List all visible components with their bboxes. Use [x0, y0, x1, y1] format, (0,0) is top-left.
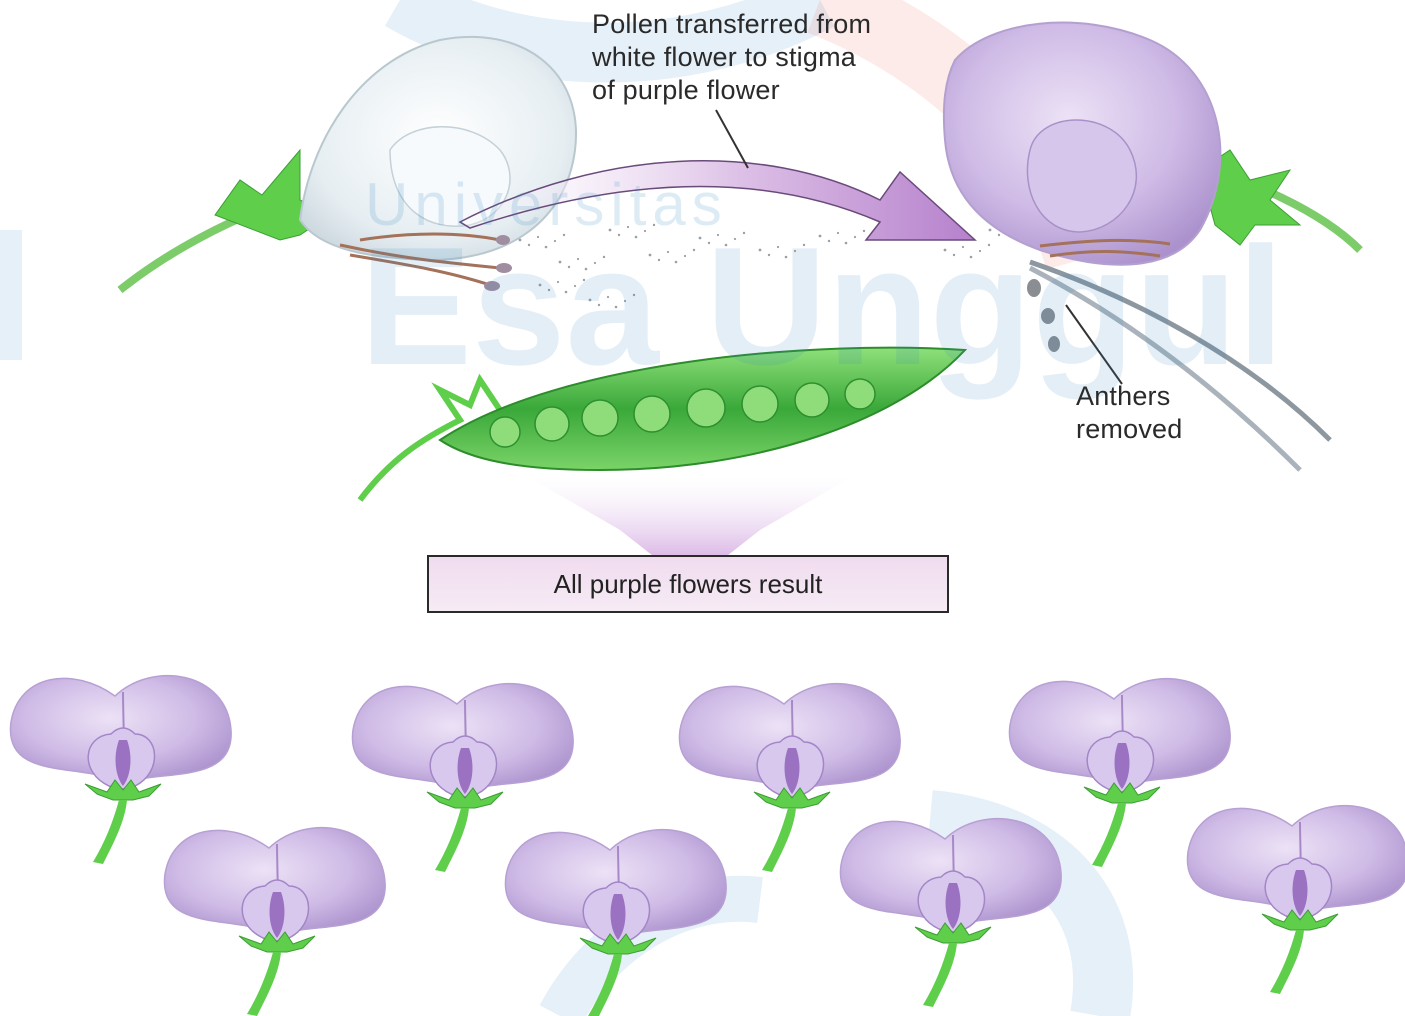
- watermark-title: Esa Unggul: [360, 210, 1284, 403]
- anthers-caption-line-1: Anthers: [1076, 380, 1236, 413]
- offspring-flower-6: [505, 830, 726, 1016]
- anthers-caption: Anthers removed: [1076, 380, 1236, 446]
- offspring-flower-7: [840, 819, 1061, 1007]
- result-label: All purple flowers result: [554, 569, 823, 600]
- offspring-flower-8: [1187, 806, 1405, 994]
- offspring-flowers: [10, 676, 1405, 1016]
- pollen-caption-line-1: Pollen transferred from: [592, 8, 952, 41]
- pollen-caption-line-3: of purple flower: [592, 74, 952, 107]
- anthers-caption-line-2: removed: [1076, 413, 1236, 446]
- result-label-box: All purple flowers result: [427, 555, 949, 613]
- pollen-transfer-caption: Pollen transferred from white flower to …: [592, 8, 952, 107]
- offspring-flower-5: [164, 828, 385, 1016]
- pollen-caption-line-2: white flower to stigma: [592, 41, 952, 74]
